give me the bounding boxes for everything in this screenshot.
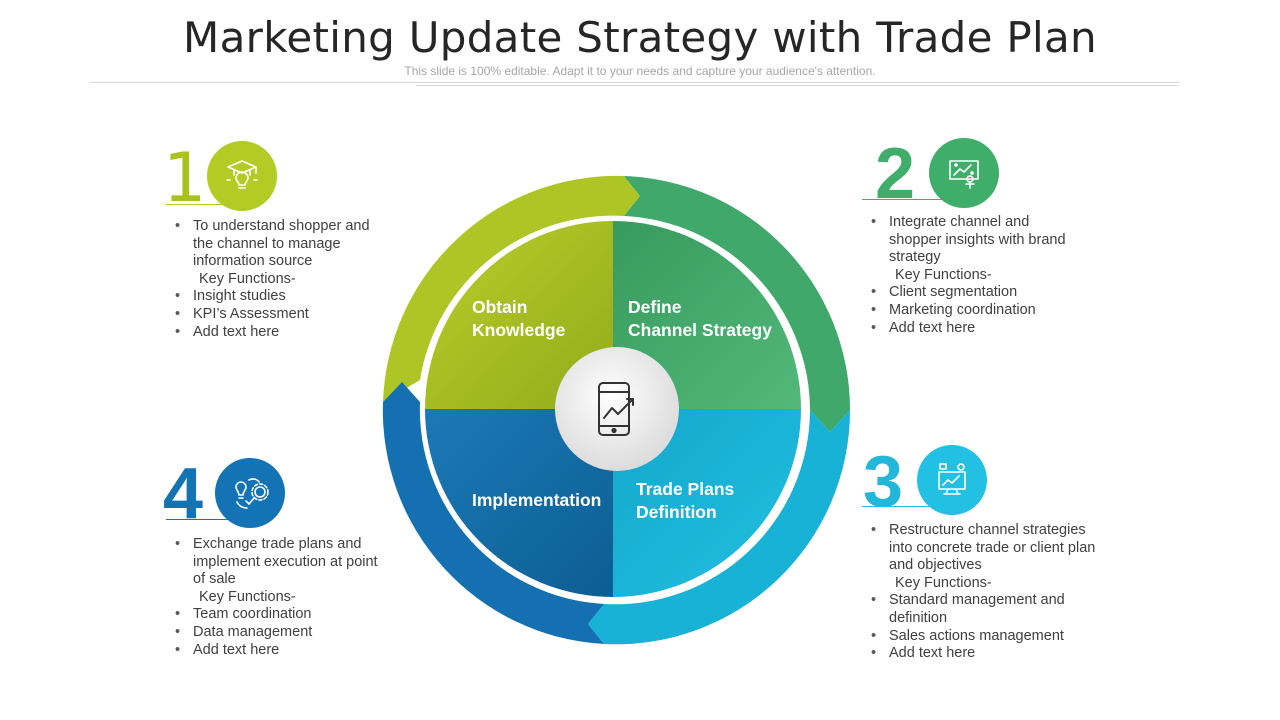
step-3-list-item: Add text here [869, 645, 1109, 663]
step-number-2: 2 [875, 134, 916, 214]
quadrant-label-2b: Channel Strategy [628, 320, 772, 340]
step-2-list-item: strategy [889, 249, 941, 266]
step-4-list-item: Add text here [173, 642, 393, 660]
step-2-list-item: Client segmentation [869, 284, 1089, 302]
step-badge-2 [929, 138, 999, 208]
title-divider-secondary [416, 85, 1178, 86]
step-4-list-item: implement execution at point [193, 553, 378, 570]
center-circle [555, 347, 679, 471]
step-2-list-item: Add text here [869, 320, 1089, 338]
quadrant-label-1a: Obtain [472, 297, 527, 317]
quadrant-label-2a: Define [628, 297, 682, 317]
step-underline-4 [166, 519, 230, 520]
step-number-4: 4 [163, 454, 204, 534]
title-divider [90, 82, 1180, 83]
step-badge-4 [215, 458, 285, 528]
step-2-list-item: Integrate channel and [869, 214, 1089, 232]
step-2-list-item: shopper insights with brand [889, 231, 1066, 248]
graduation-cap-lightbulb-icon [226, 160, 258, 189]
step-4-list-item: Team coordination [173, 606, 393, 624]
quadrant-trade-plans-definition [613, 409, 801, 597]
smartphone-growth-chart-icon [598, 382, 634, 436]
step-3-list-item: Sales actions management [869, 628, 1109, 646]
ring-arrow-green [624, 176, 851, 432]
step-3-list-item: Standard management and [869, 592, 1109, 610]
quadrant-label-3a: Trade Plans [636, 479, 735, 499]
step-2-list-item: Key Functions- [895, 266, 992, 283]
step-underline-2 [862, 199, 942, 200]
step-1-list-item: Add text here [173, 324, 388, 342]
step-3-list-item: and objectives [889, 557, 982, 574]
step-3-list-item: into concrete trade or client plan [889, 539, 1096, 556]
presentation-board-icon [949, 160, 979, 189]
step-underline-3 [862, 506, 932, 507]
step-2-list-item: Marketing coordination [869, 302, 1089, 320]
step-4-list-item: Data management [173, 624, 393, 642]
quadrant-label-3b: Definition [636, 502, 717, 522]
step-4-list-item: Key Functions- [199, 588, 296, 605]
monitor-analytics-icon [938, 463, 966, 495]
step-1-list-item: the channel to manage [193, 235, 341, 252]
ring-arrow-green-light [383, 175, 640, 402]
step-1-list-item: Key Functions- [199, 270, 296, 287]
step-1-list-item: Insight studies [173, 288, 388, 306]
slide-title: Marketing Update Strategy with Trade Pla… [183, 13, 1097, 62]
quadrant-label-4a: Implementation [472, 490, 601, 510]
quadrant-label-1b: Knowledge [472, 320, 566, 340]
step-badge-3 [917, 445, 987, 515]
slide-subtitle: This slide is 100% editable. Adapt it to… [404, 64, 876, 78]
quadrant-define-channel-strategy [613, 221, 801, 409]
step-4-list-item: Exchange trade plans and [173, 536, 393, 554]
quadrant-obtain-knowledge [425, 221, 613, 409]
step-1-list-item: To understand shopper and [173, 218, 388, 236]
ring-arrow-blue [382, 382, 604, 644]
step-1-list-item: KPI’s Assessment [173, 306, 388, 324]
step-underline-1 [166, 204, 222, 205]
step-3-list-item: Key Functions- [895, 574, 992, 591]
quadrant-implementation [425, 409, 613, 597]
step-number-1: 1 [163, 139, 207, 218]
idea-gear-check-icon [235, 478, 269, 509]
step-1-list-item: information source [193, 253, 313, 270]
step-3-list-item: definition [889, 609, 948, 626]
step-4-list-item: of sale [193, 571, 236, 588]
step-badge-1 [207, 141, 277, 211]
step-number-3: 3 [863, 442, 904, 522]
ring-arrow-cyan [588, 410, 851, 645]
step-3-list-item: Restructure channel strategies [869, 522, 1109, 540]
